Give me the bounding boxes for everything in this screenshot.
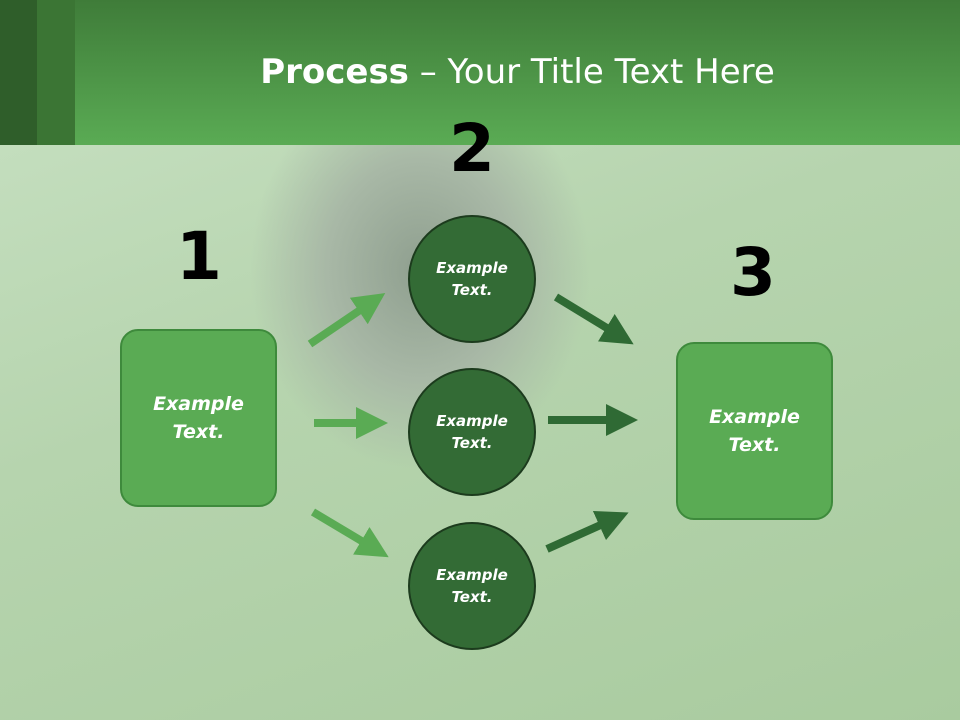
arrow <box>553 293 634 345</box>
accent-bar <box>0 0 37 145</box>
step-number-2: 2 <box>449 110 495 187</box>
step-number-3: 3 <box>730 234 776 311</box>
title-bold: Process <box>260 52 409 92</box>
arrow <box>307 293 386 348</box>
accent-bar <box>37 0 75 145</box>
arrow <box>545 510 629 553</box>
slide-title: Process – Your Title Text Here <box>75 52 960 92</box>
title-rest: – Your Title Text Here <box>408 52 775 92</box>
arrow <box>310 508 389 558</box>
title-banner: Process – Your Title Text Here <box>0 0 960 145</box>
step-number-1: 1 <box>176 218 222 295</box>
